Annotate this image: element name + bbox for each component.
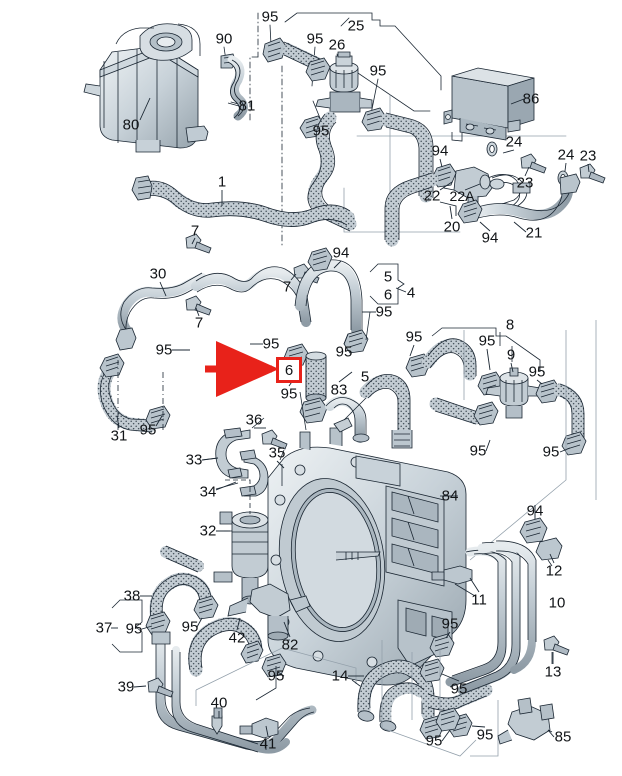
callout-35[interactable]: 35	[268, 444, 286, 462]
callout-95[interactable]: 95	[312, 122, 330, 140]
callout-95[interactable]: 95	[375, 303, 393, 321]
callout-95[interactable]: 95	[450, 680, 468, 698]
callout-95[interactable]: 95	[476, 726, 494, 744]
callout-20[interactable]: 20	[443, 218, 461, 236]
callout-33[interactable]: 33	[185, 451, 203, 469]
callout-95[interactable]: 95	[542, 443, 560, 461]
callout-82[interactable]: 82	[281, 636, 299, 654]
callout-95[interactable]: 95	[478, 332, 496, 350]
callout-94[interactable]: 94	[332, 244, 350, 262]
callout-40[interactable]: 40	[210, 694, 228, 712]
callout-95[interactable]: 95	[267, 667, 285, 685]
callout-86[interactable]: 86	[522, 90, 540, 108]
callout-7[interactable]: 7	[282, 278, 292, 296]
callout-84[interactable]: 84	[441, 487, 459, 505]
callout-42[interactable]: 42	[228, 629, 246, 647]
callout-22A[interactable]: 22A	[449, 188, 475, 204]
callout-38[interactable]: 38	[123, 587, 141, 605]
callout-31[interactable]: 31	[110, 427, 128, 445]
callout-37[interactable]: 37	[95, 619, 113, 637]
callout-1[interactable]: 1	[217, 173, 227, 191]
callout-5[interactable]: 5	[360, 368, 370, 386]
callout-6[interactable]: 6	[383, 286, 393, 304]
callout-39[interactable]: 39	[117, 678, 135, 696]
callout-24[interactable]: 24	[557, 146, 575, 164]
callout-95[interactable]: 95	[528, 363, 546, 381]
callout-85[interactable]: 85	[554, 728, 572, 746]
callout-95[interactable]: 95	[369, 62, 387, 80]
callout-95[interactable]: 95	[139, 421, 157, 439]
callout-25[interactable]: 25	[347, 17, 365, 35]
callout-21[interactable]: 21	[525, 224, 543, 242]
callout-95[interactable]: 95	[262, 335, 280, 353]
callout-10[interactable]: 10	[548, 594, 566, 612]
callout-94[interactable]: 94	[526, 502, 544, 520]
callout-81[interactable]: 81	[238, 97, 256, 115]
callout-11[interactable]: 11	[471, 591, 487, 609]
callout-95[interactable]: 95	[261, 8, 279, 26]
callout-95[interactable]: 95	[155, 341, 173, 359]
callout-36[interactable]: 36	[245, 411, 263, 429]
callout-4[interactable]: 4	[406, 284, 416, 302]
callout-94[interactable]: 94	[481, 229, 499, 247]
callout-5[interactable]: 5	[383, 268, 393, 286]
callout-13[interactable]: 13	[544, 663, 562, 681]
callout-9[interactable]: 9	[506, 346, 516, 364]
callout-90[interactable]: 90	[215, 30, 233, 48]
callout-30[interactable]: 30	[149, 265, 167, 283]
callout-80[interactable]: 80	[122, 116, 140, 134]
callout-94[interactable]: 94	[431, 142, 449, 160]
callout-95[interactable]: 95	[280, 385, 298, 403]
callout-32[interactable]: 32	[199, 522, 217, 540]
callout-95[interactable]: 95	[335, 343, 353, 361]
callout-12[interactable]: 12	[545, 562, 563, 580]
callout-22[interactable]: 22	[423, 187, 441, 205]
callout-95[interactable]: 95	[405, 328, 423, 346]
callout-95[interactable]: 95	[469, 442, 487, 460]
callout-95[interactable]: 95	[306, 30, 324, 48]
callout-24[interactable]: 24	[505, 133, 523, 151]
callout-83[interactable]: 83	[330, 381, 348, 399]
callout-95[interactable]: 95	[125, 620, 143, 638]
callout-14[interactable]: 14	[331, 667, 349, 685]
callout-7[interactable]: 7	[194, 314, 204, 332]
callout-8[interactable]: 8	[505, 316, 515, 334]
callout-23[interactable]: 23	[516, 174, 534, 192]
callout-34[interactable]: 34	[199, 483, 217, 501]
callout-95[interactable]: 95	[181, 618, 199, 636]
callout-26[interactable]: 26	[328, 36, 346, 54]
highlighted-part-number-box[interactable]: 6	[276, 357, 302, 383]
callout-23[interactable]: 23	[579, 147, 597, 165]
callout-95[interactable]: 95	[441, 615, 459, 633]
callout-7[interactable]: 7	[190, 222, 200, 240]
callout-41[interactable]: 41	[259, 735, 277, 753]
callout-95[interactable]: 95	[425, 732, 443, 750]
